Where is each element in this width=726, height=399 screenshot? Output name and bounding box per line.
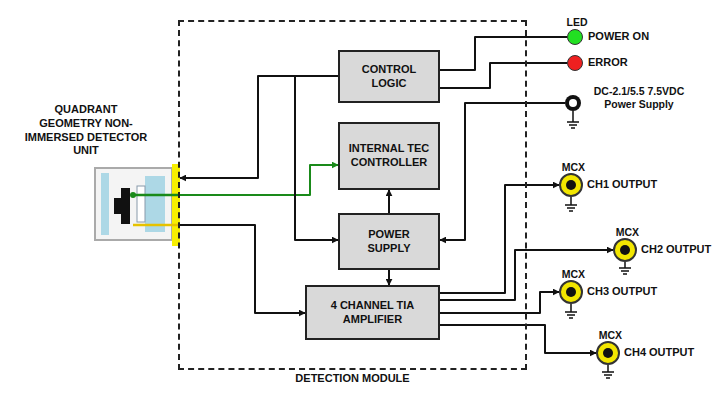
node-label: DETECTION MODULE (180, 372, 525, 386)
mcx-connector: MCXCH1 OUTPUT (559, 173, 583, 197)
detector-unit: QUADRANT GEOMETRY NON-IMMERSED DETECTOR … (95, 166, 180, 246)
node-label: ERROR (588, 56, 628, 70)
connector (388, 270, 390, 285)
box-label: 4 CHANNEL TIA AMPLIFIER (313, 299, 432, 327)
connector (180, 165, 338, 195)
detection-module: DETECTION MODULECONTROL LOGICINTERNAL TE… (178, 20, 527, 370)
node-label: POWER ON (588, 30, 649, 44)
process-box: CONTROL LOGIC (338, 50, 440, 103)
connector (440, 103, 565, 240)
process-box: INTERNAL TEC CONTROLLER (338, 122, 440, 190)
node-label: LED (567, 16, 588, 29)
node-label: CH2 OUTPUT (641, 243, 711, 257)
node-label: MCX (562, 268, 585, 281)
node-label: QUADRANT GEOMETRY NON-IMMERSED DETECTOR … (23, 103, 149, 158)
led-indicator: ERROR (567, 55, 583, 71)
led-indicator: LEDPOWER ON (567, 29, 583, 45)
node-label: MCX (562, 161, 585, 174)
connector (440, 63, 567, 88)
node-label: DC-2.1/5.5 7.5VDC Power Supply (589, 85, 689, 111)
mcx-connector: MCXCH2 OUTPUT (613, 238, 637, 262)
connector (388, 190, 390, 213)
node-label: MCX (599, 329, 622, 342)
detector-unit-drawing (95, 164, 180, 246)
dc-jack: DC-2.1/5.5 7.5VDC Power Supply (565, 95, 581, 111)
node-label: MCX (616, 226, 639, 239)
mcx-connector: MCXCH4 OUTPUT (596, 341, 620, 365)
node-label: CH3 OUTPUT (587, 285, 657, 299)
process-box: 4 CHANNEL TIA AMPLIFIER (305, 285, 440, 340)
node-label: CH1 OUTPUT (587, 178, 657, 192)
connector (440, 185, 559, 293)
connector (295, 76, 338, 240)
box-label: INTERNAL TEC CONTROLLER (346, 142, 432, 170)
box-label: POWER SUPPLY (346, 228, 432, 256)
connector (440, 37, 567, 70)
connector (180, 225, 305, 313)
connector (180, 76, 338, 178)
connector (440, 325, 596, 353)
process-box: POWER SUPPLY (338, 213, 440, 270)
mcx-connector: MCXCH3 OUTPUT (559, 280, 583, 304)
box-label: CONTROL LOGIC (346, 63, 432, 91)
node-label: CH4 OUTPUT (624, 346, 694, 360)
connector (440, 292, 559, 313)
